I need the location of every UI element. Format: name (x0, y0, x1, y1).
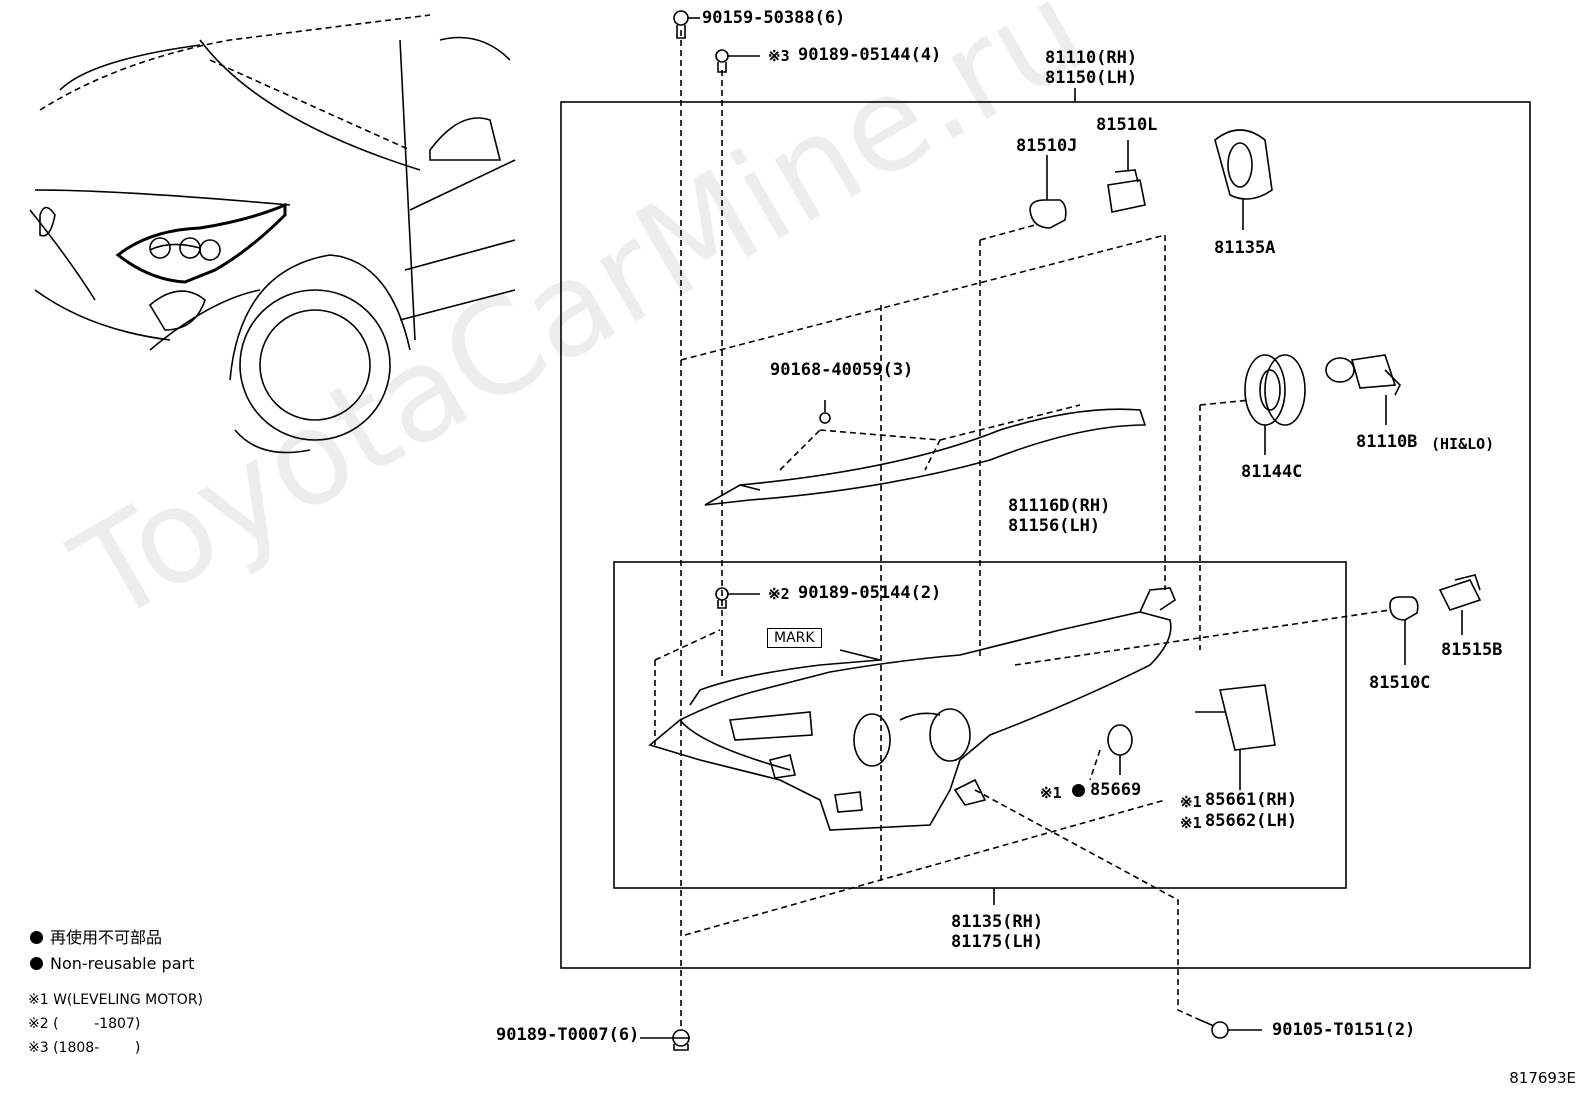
part-label-81156-lh: 81156(LH) (1008, 516, 1101, 536)
part-label-81135-rh: 81135(RH) (951, 912, 1044, 932)
part-label-90189-05144-4: 90189-05144(4) (798, 45, 942, 65)
screw-90189-top-icon (715, 49, 729, 73)
ring-81135a-icon (1214, 129, 1273, 200)
part-label-81144c: 81144C (1241, 462, 1303, 482)
bulb-81510j-icon (1029, 199, 1067, 229)
part-label-81175-lh: 81175(LH) (951, 932, 1044, 952)
screw-90105-icon (1199, 1019, 1229, 1039)
part-label-90105: 90105-T0151(2) (1272, 1020, 1416, 1040)
part-label-81110-rh: 81110(RH) (1045, 48, 1138, 68)
part-label-81515b: 81515B (1441, 640, 1503, 660)
part-label-81116d-rh: 81116D(RH) (1008, 496, 1111, 516)
legend-dot-icon (30, 957, 43, 970)
screw-90168-icon (819, 412, 831, 424)
assembly-box (560, 101, 1531, 969)
figure-id: 817693E (1509, 1069, 1576, 1087)
screw-90189-t-icon (672, 1029, 690, 1051)
headlamp-housing-icon (648, 587, 1176, 831)
bulb-81110b-icon (1325, 354, 1401, 396)
legend-note-1: ※1 W(LEVELING MOTOR) (28, 992, 204, 1008)
part-label-90189-05144-2: 90189-05144(2) (798, 583, 942, 603)
part-label-85661-rh: 85661(RH) (1205, 790, 1298, 810)
part-label-81110b: 81110B (1356, 432, 1418, 452)
legend-dot-icon (30, 931, 43, 944)
mark-box: MARK (767, 628, 822, 648)
part-label-81510l: 81510L (1096, 115, 1158, 135)
socket-81510l-icon (1107, 169, 1146, 213)
part-label-85662-lh: 85662(LH) (1205, 811, 1298, 831)
part-label-90189-t0007: 90189-T0007(6) (496, 1025, 640, 1045)
legend-note-2: ※2 ( -1807) (28, 1016, 141, 1032)
part-label-81150-lh: 81150(LH) (1045, 68, 1138, 88)
cap-81144c-icon (1244, 354, 1306, 426)
legend-en: Non-reusable part (30, 954, 194, 974)
garnish-81116d-icon (704, 408, 1147, 506)
part-label-81135a: 81135A (1214, 238, 1276, 258)
bulb-81510c-icon (1389, 596, 1419, 621)
gasket-85669-icon (1107, 724, 1133, 756)
part-label-90159: 90159-50388(6) (702, 8, 846, 28)
note-mark-1-gasket: ※1 (1040, 784, 1062, 802)
legend-note-3: ※3 (1808- ) (28, 1040, 141, 1056)
part-label-90168: 90168-40059(3) (770, 360, 914, 380)
part-label-81510c: 81510C (1369, 673, 1431, 693)
part-label-81510j: 81510J (1016, 136, 1078, 156)
note-mark-3-top: ※3 (768, 47, 790, 65)
non-reusable-dot-icon (1072, 784, 1085, 797)
leveling-motor-icon (1195, 684, 1276, 751)
part-note-hi-lo: (HI&LO) (1431, 435, 1495, 453)
legend-jp: 再使用不可部品 (30, 928, 162, 948)
note-mark-1-lh: ※1 (1180, 814, 1202, 832)
part-label-85669: 85669 (1090, 780, 1142, 800)
note-mark-1-rh: ※1 (1180, 793, 1202, 811)
vehicle-sketch (29, 14, 516, 454)
socket-81515b-icon (1438, 574, 1482, 611)
note-mark-2: ※2 (768, 585, 790, 603)
